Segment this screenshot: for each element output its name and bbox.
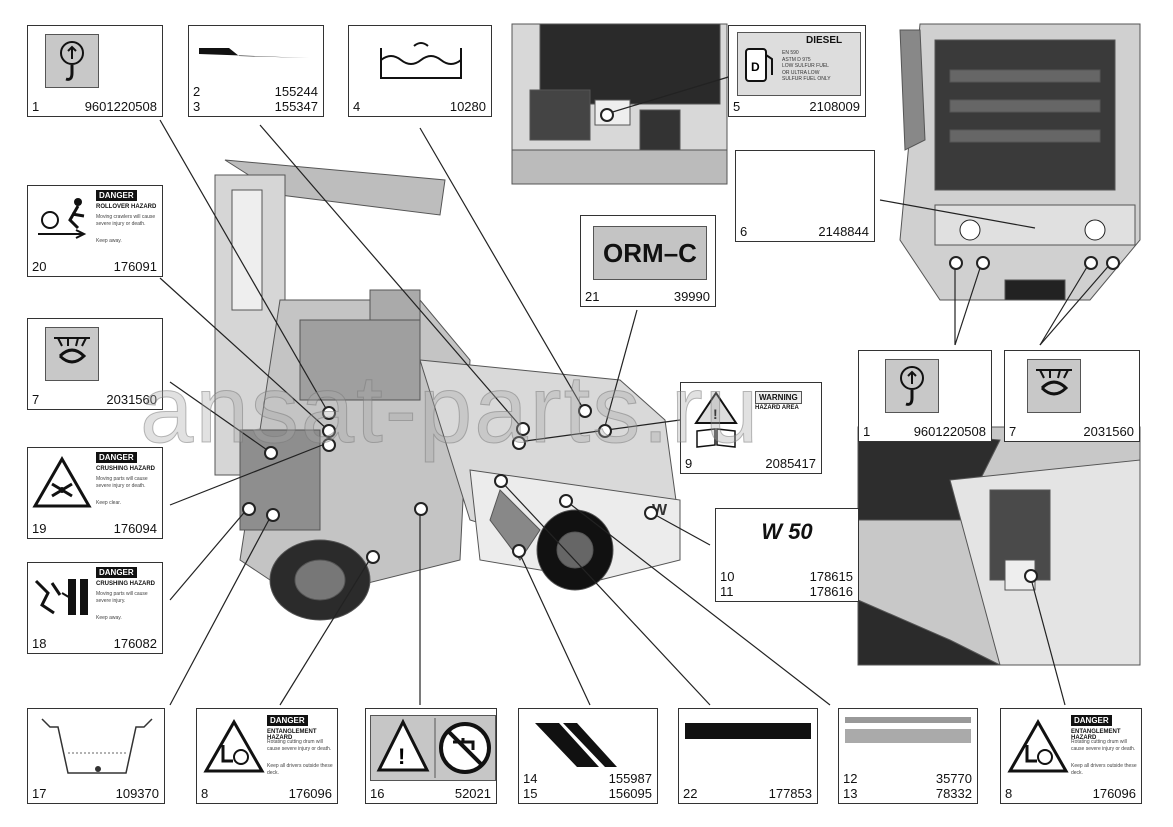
label-16-no-water[interactable]: ! 16 52021 [365, 708, 497, 804]
diesel-title: DIESEL [806, 35, 843, 46]
callout-marker[interactable] [366, 550, 380, 564]
rollover-hazard-icon [38, 198, 87, 239]
svg-text:!: ! [713, 406, 718, 422]
svg-text:!: ! [398, 744, 405, 769]
warning-no-water-icon: ! [376, 718, 491, 778]
entanglement-hazard-icon [1007, 719, 1069, 773]
tie-down-icon [1027, 359, 1081, 413]
callout-marker[interactable] [494, 474, 508, 488]
photo-drum-area [857, 426, 1141, 666]
label-4-water[interactable]: 4 10280 [348, 25, 492, 117]
callout-marker[interactable] [598, 424, 612, 438]
label-8-entanglement-hazard[interactable]: DANGER ENTANGLEMENT HAZARD Rotating cutt… [196, 708, 338, 804]
water-tank-icon [380, 42, 462, 79]
callout-marker[interactable] [600, 108, 614, 122]
model-text: W 50 [761, 519, 813, 544]
label-1-lifting-point-front[interactable]: 1 9601220508 [858, 350, 992, 442]
stripe-icon [199, 48, 309, 58]
black-stripe [685, 723, 811, 739]
callout-marker[interactable] [322, 424, 336, 438]
label-7-tie-down[interactable]: 7 2031560 [27, 318, 163, 410]
lifting-hook-icon [45, 34, 99, 88]
callout-marker[interactable] [242, 502, 256, 516]
callout-marker[interactable] [322, 406, 336, 420]
tie-down-icon [45, 327, 99, 381]
label-20-rollover-hazard[interactable]: DANGER ROLLOVER HAZARD Moving crawlers w… [27, 185, 163, 277]
label-22-stripe[interactable]: 22 177853 [678, 708, 818, 804]
callout-marker[interactable] [1106, 256, 1120, 270]
entanglement-hazard-icon [203, 719, 265, 773]
callout-marker[interactable] [644, 506, 658, 520]
photo-front-view [899, 23, 1141, 301]
leader-lines [159, 74, 1113, 706]
label-18-crushing-hazard[interactable]: DANGER CRUSHING HAZARD Moving parts will… [27, 562, 163, 654]
warning-manual-icon: ! [694, 391, 738, 448]
callout-marker[interactable] [949, 256, 963, 270]
label-7-tie-down-front[interactable]: 7 2031560 [1004, 350, 1140, 442]
callout-marker[interactable] [512, 544, 526, 558]
callout-marker[interactable] [322, 438, 336, 452]
diagonal-stripe-icon [535, 723, 617, 767]
svg-text:D: D [751, 60, 760, 74]
orm-c-text: ORM–C [603, 237, 697, 268]
callout-marker[interactable] [578, 404, 592, 418]
label-8-entanglement-hazard-drum[interactable]: DANGER ENTANGLEMENT HAZARD Rotating cutt… [1000, 708, 1142, 804]
label-5-diesel[interactable]: D DIESEL EN 590 ASTM D 975 LOW SULFUR FU… [728, 25, 866, 117]
callout-marker[interactable] [512, 436, 526, 450]
photo-fuel-area [511, 23, 728, 185]
lifting-hook-icon [885, 359, 939, 413]
callout-marker[interactable] [264, 446, 278, 460]
callout-marker[interactable] [266, 508, 280, 522]
callout-marker[interactable] [559, 494, 573, 508]
label-9-warning-hazard-area[interactable]: ! WARNING HAZARD AREA 9 2085417 [680, 382, 822, 474]
label-17-drum-diagram[interactable]: 17 109370 [27, 708, 165, 804]
callout-marker[interactable] [516, 422, 530, 436]
label-1-lifting-point[interactable]: 1 9601220508 [27, 25, 163, 117]
fuel-pump-icon: D [745, 48, 773, 82]
watermark-text: ansat-parts.ru [139, 356, 761, 464]
hand-crush-icon [34, 579, 88, 615]
label-21-orm-c[interactable]: ORM–C 21 39990 [580, 215, 716, 307]
callout-marker[interactable] [1024, 569, 1038, 583]
grey-stripe-thin [845, 717, 971, 723]
drum-depth-diagram [41, 718, 153, 774]
callout-marker[interactable] [1084, 256, 1098, 270]
grey-stripe-thick [845, 729, 971, 743]
callout-marker[interactable] [976, 256, 990, 270]
label-19-crushing-hazard[interactable]: DANGER CRUSHING HAZARD Moving parts will… [27, 447, 163, 539]
label-6[interactable]: 6 2148844 [735, 150, 875, 242]
callout-marker[interactable] [414, 502, 428, 516]
crushing-hazard-icon [32, 456, 92, 508]
